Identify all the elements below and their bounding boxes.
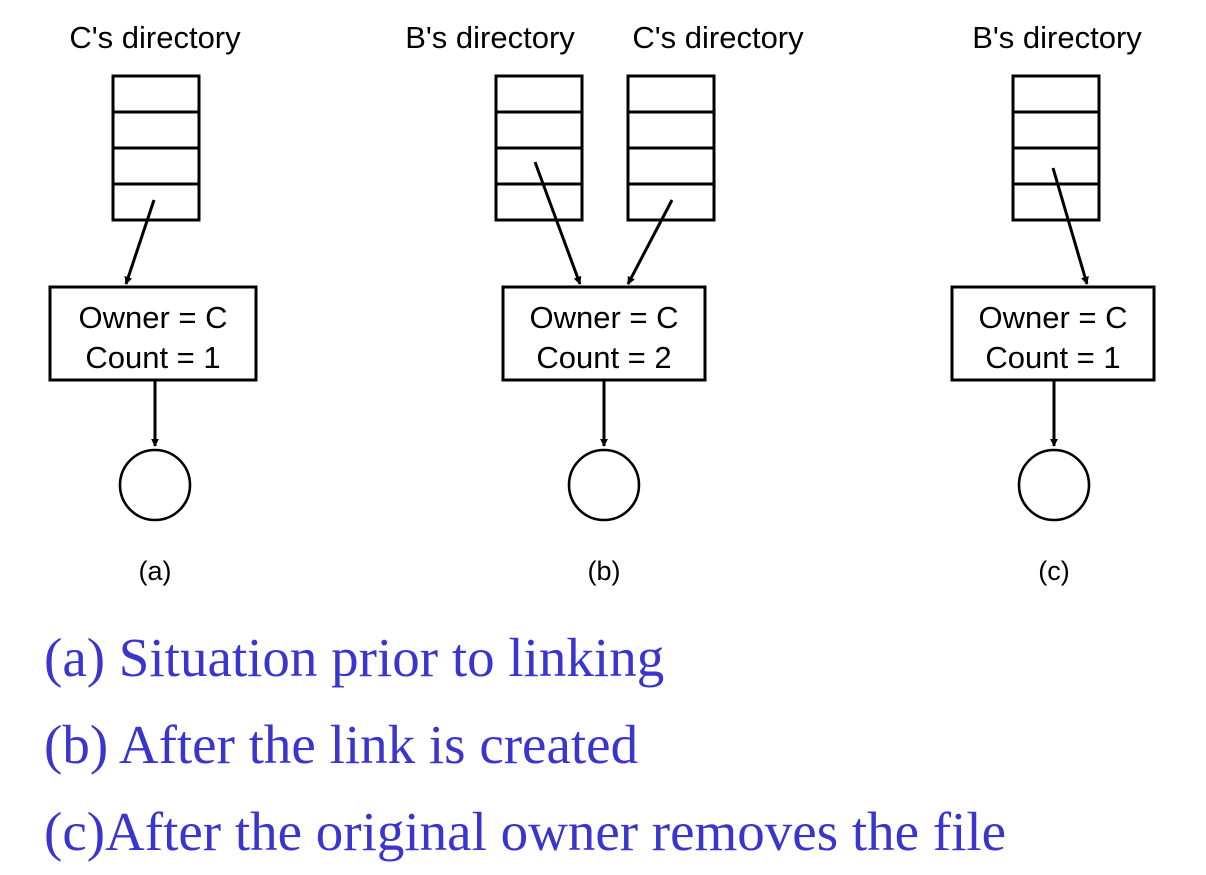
- inode-box: [501, 285, 707, 382]
- file-circle: [118, 448, 192, 522]
- caption-c: (c)After the original owner removes the …: [44, 801, 1007, 862]
- directory-table-b: [494, 74, 584, 222]
- panel-a: C's directory Owner = C Count = 1 (a): [48, 20, 258, 586]
- directory-table-c: [111, 74, 201, 222]
- inode-box: [48, 285, 258, 382]
- directory-pointer-arrow: [626, 199, 674, 285]
- link-count-diagram: C's directory Owner = C Count = 1 (a) B'…: [48, 20, 1156, 586]
- inode-owner: Owner = C: [78, 300, 227, 335]
- panel-label-c: (c): [1038, 556, 1069, 586]
- directory-pointer-arrow: [533, 161, 582, 285]
- caption-a: (a) Situation prior to linking: [44, 627, 665, 688]
- inode-owner: Owner = C: [529, 300, 678, 335]
- panel-c: B's directory Owner = C Count = 1 (c): [950, 20, 1156, 586]
- directory-label-b: B's directory: [972, 20, 1142, 55]
- directory-label-b: B's directory: [405, 20, 575, 55]
- inode-owner: Owner = C: [978, 300, 1127, 335]
- inode-count: Count = 2: [536, 340, 671, 375]
- panel-b: B's directory C's directory Owner = C Co…: [405, 20, 804, 586]
- panel-label-a: (a): [139, 556, 172, 586]
- directory-table-b: [1011, 74, 1101, 222]
- directory-pointer-arrow: [1051, 167, 1089, 285]
- file-circle: [1017, 448, 1091, 522]
- directory-pointer-arrow: [124, 199, 156, 285]
- inode-count: Count = 1: [85, 340, 220, 375]
- inode-box: [950, 285, 1156, 382]
- panel-label-b: (b): [588, 556, 621, 586]
- file-circle: [567, 448, 641, 522]
- caption-b: (b) After the link is created: [44, 714, 639, 775]
- inode-count: Count = 1: [985, 340, 1120, 375]
- directory-label-c: C's directory: [632, 20, 804, 55]
- directory-label-c: C's directory: [69, 20, 241, 55]
- directory-table-c: [626, 74, 716, 222]
